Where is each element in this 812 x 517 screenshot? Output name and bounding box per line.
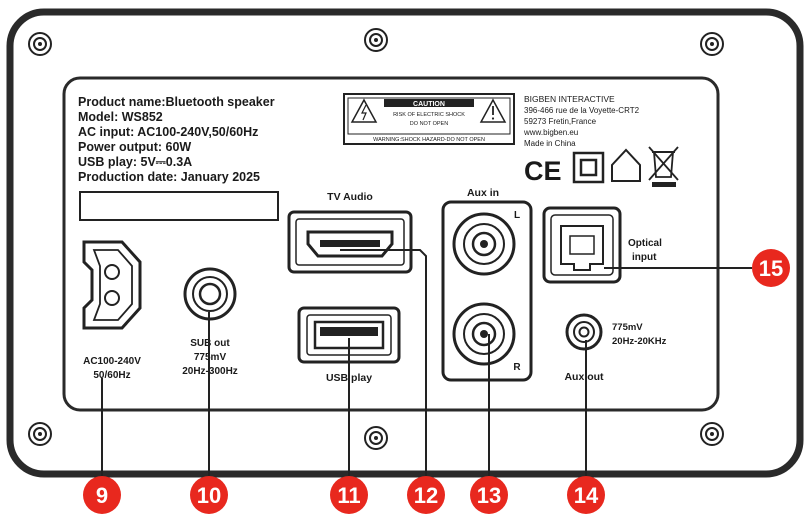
aux-out-spec2: 20Hz-20KHz xyxy=(612,336,667,347)
callout-12: 12 xyxy=(407,476,445,514)
optical-port[interactable] xyxy=(542,206,622,284)
ac-label-line2: 50/60Hz xyxy=(93,370,130,381)
aux-in-left-label: L xyxy=(514,210,520,221)
indoor-use-house-icon xyxy=(611,148,641,182)
svg-text:12: 12 xyxy=(414,483,438,508)
aux-out-jack[interactable] xyxy=(565,313,603,351)
screw-top-left xyxy=(28,32,52,56)
model: Model: WS852 xyxy=(78,110,163,124)
svg-text:11: 11 xyxy=(337,483,360,508)
warning-triangle-left-icon xyxy=(350,98,378,123)
manufacturer-address2: 59273 Fretin,France xyxy=(524,117,597,126)
callout-9: 9 xyxy=(83,476,121,514)
aux-in-label: Aux in xyxy=(467,187,499,199)
rca-right-jack[interactable] xyxy=(452,302,516,366)
screw-bottom-right xyxy=(700,422,724,446)
caution-line1: RISK OF ELECTRIC SHOCK xyxy=(393,112,465,118)
callout-11: 11 xyxy=(330,476,368,514)
callout-14: 14 xyxy=(567,476,605,514)
ac-power-inlet[interactable] xyxy=(82,240,142,330)
screw-top-right xyxy=(700,32,724,56)
callout-13: 13 xyxy=(470,476,508,514)
usb-port[interactable] xyxy=(297,306,401,364)
svg-text:14: 14 xyxy=(574,483,599,508)
leader-12 xyxy=(340,249,427,478)
screw-bottom-left xyxy=(28,422,52,446)
caution-bottom: WARNING:SHOCK HAZARD-DO NOT OPEN xyxy=(373,137,485,143)
caution-line2: DO NOT OPEN xyxy=(410,121,448,127)
double-insulation-icon xyxy=(572,151,605,184)
manufacturer-origin: Made in China xyxy=(524,139,576,148)
production-date: Production date: January 2025 xyxy=(78,170,260,184)
weee-bin-icon xyxy=(648,146,679,187)
aux-in-right-label: R xyxy=(513,362,521,373)
sub-label-line2: 775mV xyxy=(194,352,227,363)
tv-audio-label: TV Audio xyxy=(327,191,373,203)
caution-label: CAUTION RISK OF ELECTRIC SHOCK DO NOT OP… xyxy=(343,93,515,145)
product-name: Product name:Bluetooth speaker xyxy=(78,95,275,109)
ce-mark: CE xyxy=(524,156,562,186)
rca-left-jack[interactable] xyxy=(452,212,516,276)
aux-out-spec1: 775mV xyxy=(612,322,643,333)
svg-text:9: 9 xyxy=(96,483,108,508)
warning-triangle-right-icon xyxy=(479,98,507,123)
callout-15: 15 xyxy=(752,249,790,287)
manufacturer-website: www.bigben.eu xyxy=(523,128,578,137)
serial-box xyxy=(79,191,279,221)
usb-play-spec: USB play: 5V⎓0.3A xyxy=(78,155,192,169)
ac-label-line1: AC100-240V xyxy=(83,356,141,367)
manufacturer-name: BIGBEN INTERACTIVE xyxy=(524,94,615,104)
sub-label-line1: SUB out xyxy=(190,338,230,349)
screw-top-center xyxy=(364,28,388,52)
leader-lines xyxy=(101,249,752,478)
ac-input: AC input: AC100-240V,50/60Hz xyxy=(78,125,258,139)
callout-10: 10 xyxy=(190,476,228,514)
caution-title: CAUTION xyxy=(413,101,445,108)
screw-bottom-center xyxy=(364,426,388,450)
sub-out-jack[interactable] xyxy=(183,267,237,321)
manufacturer-address1: 396-466 rue de la Voyette-CRT2 xyxy=(524,106,640,115)
svg-text:10: 10 xyxy=(197,483,221,508)
svg-text:13: 13 xyxy=(477,483,501,508)
product-info: Product name:Bluetooth speaker Model: WS… xyxy=(78,95,275,184)
power-output: Power output: 60W xyxy=(78,140,191,154)
manufacturer-info: BIGBEN INTERACTIVE 396-466 rue de la Voy… xyxy=(523,94,640,148)
hdmi-port[interactable] xyxy=(287,210,413,274)
aux-out-label: Aux out xyxy=(564,371,604,383)
svg-text:15: 15 xyxy=(759,256,783,281)
optical-label-line2: input xyxy=(632,252,657,263)
optical-label-line1: Optical xyxy=(628,238,662,249)
